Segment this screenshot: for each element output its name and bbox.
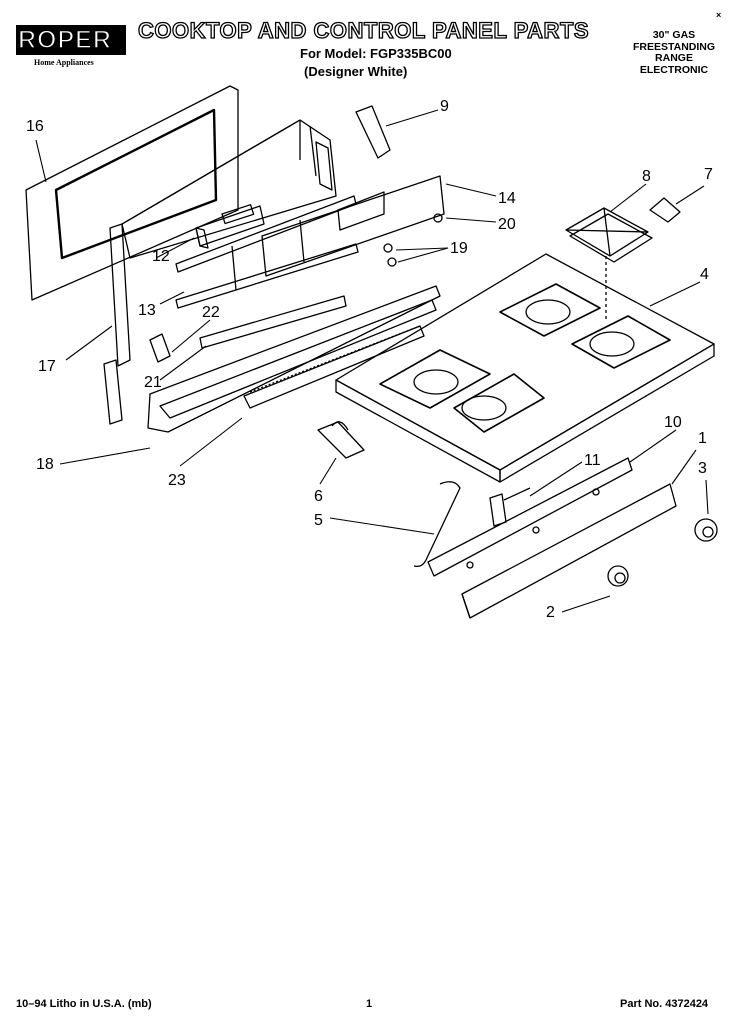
callout-5: 5	[314, 512, 323, 529]
callout-16: 16	[26, 118, 44, 135]
corner-mark: ×	[716, 10, 722, 20]
page-title: COOKTOP AND CONTROL PANEL PARTS	[137, 17, 590, 43]
callout-6: 6	[314, 488, 323, 505]
callout-3: 3	[698, 460, 707, 477]
callout-22: 22	[202, 304, 220, 321]
part-4-cooktop	[335, 253, 715, 483]
callout-10: 10	[664, 414, 682, 431]
part-10-rail	[427, 457, 633, 577]
model-line: For Model: FGP335BC00	[300, 46, 452, 61]
variant-line: (Designer White)	[304, 64, 408, 79]
callout-14: 14	[498, 190, 516, 207]
callout-9: 9	[440, 98, 449, 115]
part-20-screw	[433, 213, 443, 223]
callout-4: 4	[700, 266, 709, 283]
part-12-control-board	[195, 204, 265, 249]
callout-2: 2	[546, 604, 555, 621]
callout-8: 8	[642, 168, 651, 185]
callout-23: 23	[168, 472, 186, 489]
part-8-grate	[565, 207, 653, 320]
part-5-wire	[413, 481, 461, 568]
backguard-frame	[121, 119, 337, 259]
part-6-bracket	[317, 421, 365, 459]
spec-block: 30" GAS FREESTANDING RANGE ELECTRONIC	[614, 29, 734, 76]
footer-page-number: 1	[366, 998, 373, 1010]
part-16-glass-panel	[25, 85, 239, 301]
spec-line-3: RANGE	[655, 52, 693, 64]
spec-line-4: ELECTRONIC	[639, 63, 709, 76]
callout-11: 11	[584, 452, 601, 469]
part-1-switch-bracket	[461, 483, 677, 619]
callout-7: 7	[704, 166, 713, 183]
part-3-knob	[694, 518, 718, 542]
callout-12: 12	[152, 248, 170, 265]
callout-19: 19	[450, 240, 468, 257]
part-19-screw-a	[383, 243, 393, 253]
footer-part-number: Part No. 4372424	[620, 998, 709, 1010]
callout-17: 17	[38, 358, 56, 375]
part-2-knob	[607, 565, 629, 587]
callout-18: 18	[36, 456, 54, 473]
brand-logo: ROPER	[17, 25, 112, 55]
spec-line-1: 30" GAS	[652, 29, 696, 41]
part-17-side-panel	[103, 119, 301, 425]
callout-13: 13	[138, 302, 156, 319]
part-22-clip	[149, 333, 171, 363]
part-14-control-panel	[261, 175, 445, 277]
part-21-brace	[199, 295, 347, 349]
part-19-screw-b	[387, 257, 397, 267]
part-11-switch	[489, 487, 531, 527]
footer-print-info: 10–94 Litho in U.S.A. (mb)	[16, 998, 152, 1010]
leader-lines	[35, 109, 709, 613]
part-9-trim	[355, 105, 391, 159]
callout-21: 21	[144, 374, 162, 391]
brand-subtitle: Home Appliances	[34, 58, 94, 67]
callout-20: 20	[498, 216, 516, 233]
part-7-electrode	[649, 197, 681, 223]
part-18-lower-panel	[147, 285, 441, 433]
spec-line-2: FREESTANDING	[632, 40, 716, 53]
callout-1: 1	[698, 430, 707, 447]
